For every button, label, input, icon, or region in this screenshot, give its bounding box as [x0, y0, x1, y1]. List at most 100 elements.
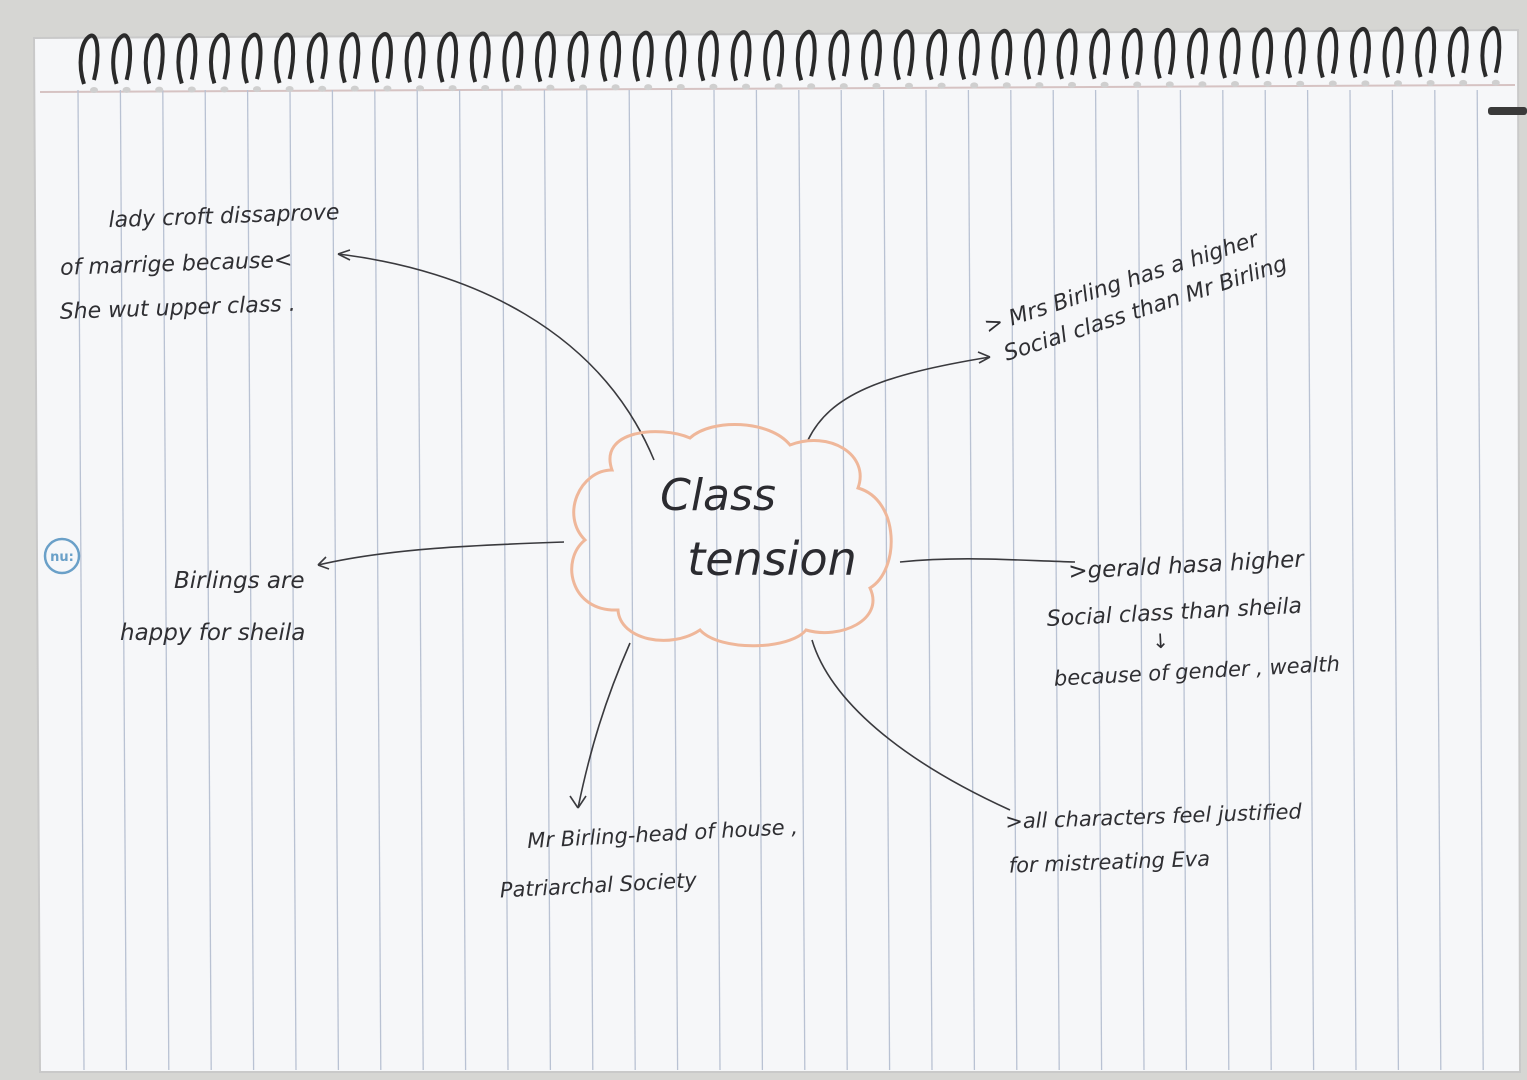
spiral-loop: [1415, 26, 1437, 78]
node-birlings-happy-line-1: Birlings are: [174, 568, 305, 594]
spiral-loop: [958, 29, 980, 81]
ruled-line: [162, 89, 170, 1071]
ruled-line: [204, 89, 212, 1071]
spiral-hole: [1231, 81, 1239, 88]
ruled-line: [1137, 89, 1145, 1071]
ruled-line: [840, 89, 848, 1071]
ruled-line: [1349, 89, 1357, 1071]
ruled-line: [1476, 89, 1484, 1071]
spiral-hole: [383, 85, 392, 92]
spiral-loop: [632, 30, 654, 82]
spiral-hole: [839, 83, 848, 90]
spiral-loop: [176, 33, 198, 85]
ruled-line: [1010, 89, 1018, 1071]
spiral-loop: [1154, 28, 1176, 80]
spiral-loop: [828, 29, 850, 81]
spiral-hole: [318, 85, 327, 92]
spiral-hole: [253, 86, 261, 93]
center-line-2: tension: [687, 532, 857, 586]
spiral-loop: [730, 30, 752, 82]
spiral-loop: [372, 32, 393, 84]
spiral-hole: [1361, 80, 1370, 87]
spiral-hole: [285, 85, 294, 92]
spiral-loop: [404, 32, 426, 83]
arrowhead-mr-birling: [569, 795, 587, 809]
spiral-loop: [241, 32, 263, 84]
connector-gerald: [899, 558, 1076, 563]
logo-badge-text: nu:: [50, 550, 74, 565]
spiral-hole: [937, 82, 946, 89]
node-gerald-arrow: ↓: [1151, 629, 1169, 654]
ruled-line: [1434, 89, 1442, 1071]
ruled-line: [1222, 89, 1230, 1071]
ruled-line: [1052, 89, 1060, 1071]
spiral-loop: [143, 33, 165, 85]
spiral-hole: [872, 82, 881, 89]
connector-all-characters: [811, 639, 1011, 811]
spiral-hole: [1491, 79, 1500, 86]
connectors: [317, 249, 1076, 811]
ruled-line: [1179, 89, 1188, 1071]
ruled-line: [670, 89, 679, 1071]
spiral-hole: [807, 83, 816, 90]
ruled-line: [1094, 89, 1103, 1071]
spiral-loop: [469, 31, 491, 83]
spiral-loop: [1056, 28, 1078, 80]
spiral-hole: [546, 84, 555, 91]
ruled-line: [882, 89, 891, 1071]
spiral-loop: [1382, 26, 1404, 78]
spiral-hole: [187, 86, 196, 93]
ruled-line: [1306, 89, 1315, 1071]
spiral-loop: [926, 29, 948, 81]
spiral-hole: [774, 83, 783, 90]
spiral-hole: [1459, 79, 1468, 86]
spiral-loop: [893, 29, 915, 81]
spiral-loop: [1252, 27, 1274, 79]
ruled-line: [713, 89, 721, 1071]
logo-badge-ring: [43, 537, 81, 575]
spiral-loop: [795, 30, 817, 81]
ruled-line: [501, 89, 509, 1071]
arrowhead-birlings-happy: [317, 556, 330, 570]
spiral-loop: [339, 32, 361, 84]
spiral-hole: [155, 86, 164, 93]
arrowhead-mrs-birling: [977, 351, 991, 364]
spiral-hole: [709, 83, 718, 90]
spiral-loop: [1089, 28, 1111, 80]
spiral-loop: [78, 33, 100, 85]
spiral-hole: [1100, 81, 1109, 88]
ruled-line: [755, 89, 764, 1071]
spiral-hole: [416, 85, 424, 92]
binder-clip: [1488, 107, 1527, 115]
spiral-loop: [698, 30, 719, 82]
center-cloud: [570, 422, 893, 648]
spiral-loop: [1187, 27, 1208, 79]
connector-mr-birling: [577, 642, 631, 809]
spiral-hole: [1198, 81, 1207, 88]
ruled-line: [119, 89, 128, 1071]
spiral-loop: [665, 30, 687, 82]
ruled-line: [458, 89, 467, 1071]
spiral-hole: [1068, 81, 1076, 88]
spiral-hole: [1394, 80, 1402, 87]
node-birlings-happy-line-2: happy for sheila: [120, 620, 305, 646]
spiral-hole: [644, 84, 653, 91]
logo-badge: nu:: [43, 537, 81, 575]
spiral-loop: [1447, 26, 1469, 78]
spiral-hole: [122, 86, 131, 93]
spiral-loop: [535, 31, 556, 83]
ruled-line: [798, 89, 806, 1071]
spiral-loop: [600, 31, 622, 82]
ruled-line: [416, 89, 424, 1071]
spiral-loop: [502, 31, 524, 83]
ruled-line: [1391, 89, 1400, 1071]
spiral-loop: [1284, 27, 1306, 79]
spiral-loop: [1350, 27, 1371, 79]
paper-sheet: [34, 30, 1520, 1072]
ruled-line: [289, 89, 297, 1071]
spiral-hole: [1328, 80, 1337, 87]
spiral-hole: [90, 87, 98, 93]
ruled-line: [628, 89, 636, 1071]
spiral-binding: [78, 26, 1502, 93]
